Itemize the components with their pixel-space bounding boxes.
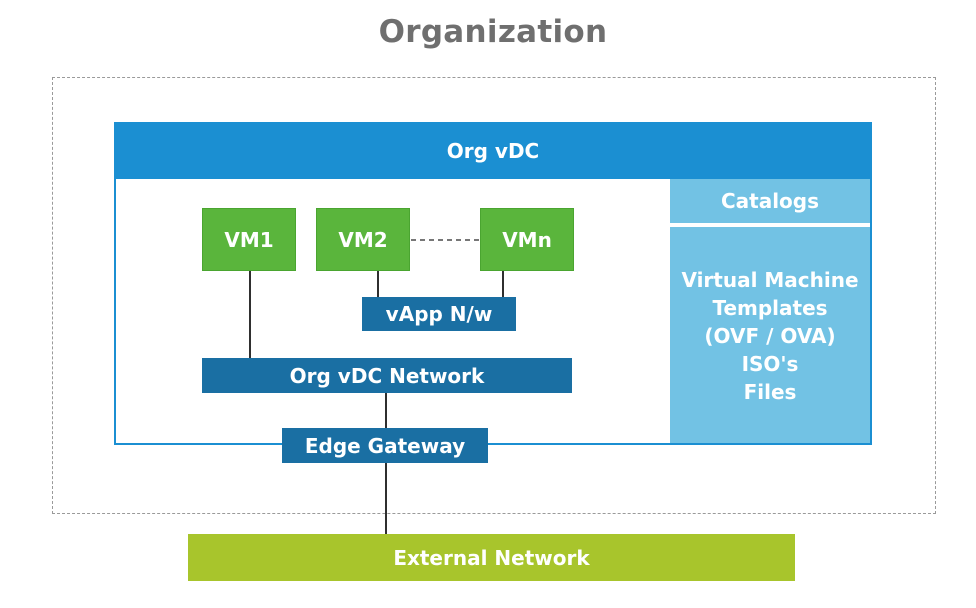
catalog-item-ovf-ova: (OVF / OVA) bbox=[704, 324, 836, 348]
catalog-item-isos: ISO's bbox=[741, 352, 799, 376]
vm2-box: VM2 bbox=[316, 208, 410, 271]
catalog-item-files: Files bbox=[743, 380, 797, 404]
catalog-item-templates: Templates bbox=[712, 296, 828, 320]
vapp-network-bar: vApp N/w bbox=[362, 297, 516, 331]
vmn-box: VMn bbox=[480, 208, 574, 271]
vm1-box: VM1 bbox=[202, 208, 296, 271]
org-vdc-header: Org vDC bbox=[114, 122, 872, 179]
external-network-bar: External Network bbox=[188, 534, 795, 581]
catalog-item-virtual-machine: Virtual Machine bbox=[681, 268, 859, 292]
organization-boundary bbox=[52, 77, 936, 514]
catalogs-header: Catalogs bbox=[670, 179, 870, 223]
org-vdc-network-bar: Org vDC Network bbox=[202, 358, 572, 393]
catalogs-content: Virtual Machine Templates (OVF / OVA) IS… bbox=[670, 227, 870, 443]
organization-title: Organization bbox=[378, 14, 608, 50]
edge-gateway-bar: Edge Gateway bbox=[282, 428, 488, 463]
